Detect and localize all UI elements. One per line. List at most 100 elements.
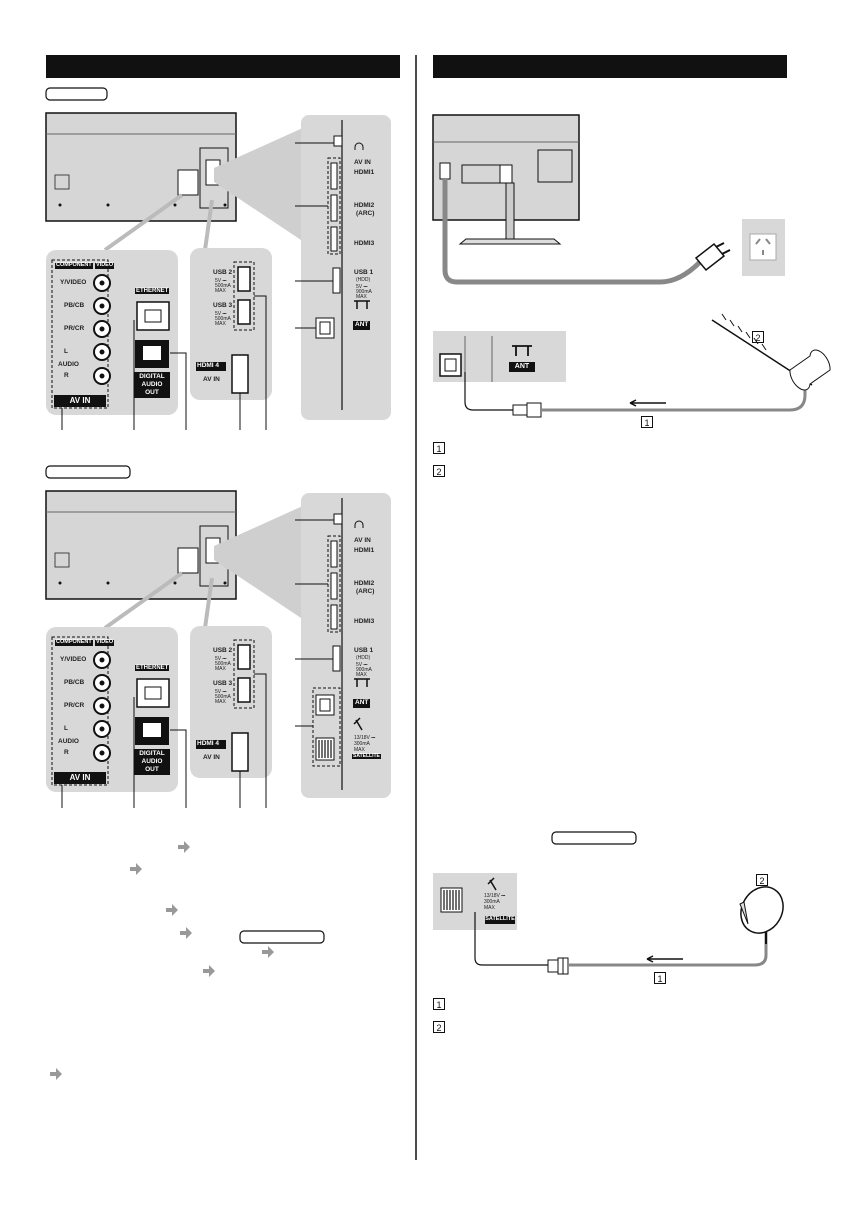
right-section-header-bar xyxy=(433,55,787,78)
antenna-icon xyxy=(354,300,370,309)
side-panel-top xyxy=(301,115,391,420)
hdmi3-label: HDMI3 xyxy=(354,618,375,625)
side-av-in-label: AV IN xyxy=(354,537,371,544)
y-video-label: Y/VIDEO xyxy=(60,656,87,663)
satellite-panel xyxy=(433,873,517,930)
tv-back-top xyxy=(45,112,237,222)
audio-label: AUDIO xyxy=(58,361,79,368)
arrow-right-icon xyxy=(50,841,274,1080)
r-label: R xyxy=(64,749,69,756)
pb-cb-label: PB/CB xyxy=(64,302,85,309)
satellite-cable-callout-1: 1 xyxy=(654,972,666,984)
usb1-label: USB 1 xyxy=(354,647,374,654)
hdmi4-av-in-label: AV IN xyxy=(203,376,220,383)
component-label: COMPONENT xyxy=(55,639,93,646)
antenna-cable-callout-1: 1 xyxy=(641,416,653,428)
ant-label: ANT xyxy=(353,321,371,330)
l-label: L xyxy=(64,725,68,732)
model-badge-ref xyxy=(239,930,325,944)
pr-cr-label: PR/CR xyxy=(64,702,85,709)
antenna-cable xyxy=(464,372,513,411)
pr-cr-label: PR/CR xyxy=(64,325,85,332)
antenna-ant-label: ANT xyxy=(514,363,530,370)
usb-hdmi-panel-bottom xyxy=(190,626,272,778)
video-label: VIDEO xyxy=(95,262,115,269)
power-plug-icon xyxy=(694,242,731,272)
antenna-callout-2: 2 xyxy=(752,331,764,343)
side-panel-bottom xyxy=(301,493,391,798)
zoom-line-top-mid xyxy=(203,199,214,251)
usb2-rating: 5V ⎓ 500mA MAX xyxy=(215,656,231,672)
ethernet-label: ETHERNET xyxy=(135,288,170,294)
ethernet-label: ETHERNET xyxy=(135,665,170,671)
hdmi3-label: HDMI3 xyxy=(354,240,375,247)
usb-hdmi-panel-top xyxy=(190,248,272,400)
hdmi4-label: HDMI 4 xyxy=(197,740,220,747)
headphone-icon xyxy=(354,520,364,528)
model-badge-satellite xyxy=(551,831,637,845)
hdmi4-label: HDMI 4 xyxy=(197,362,220,369)
satellite-dish-icon xyxy=(739,886,784,944)
satellite-dish-icon xyxy=(353,717,363,731)
av-in-label: AV IN xyxy=(69,396,91,405)
left-section-header-bar xyxy=(46,55,400,78)
sat-panel-satellite-label: SATELLITE xyxy=(485,916,515,922)
hdmi2-arc-label: (ARC) xyxy=(356,210,375,217)
zoom-line-top-left xyxy=(103,193,184,252)
usb3-rating: 5V ⎓ 500mA MAX xyxy=(215,689,231,705)
antenna-direction-arrow xyxy=(629,399,666,407)
usb1-label: USB 1 xyxy=(354,269,374,276)
ant-label: ANT xyxy=(353,699,371,708)
satellite-plug xyxy=(547,957,569,975)
hdmi1-label: HDMI1 xyxy=(354,547,375,554)
antenna-icon xyxy=(354,678,370,687)
hdmi2-label: HDMI2 xyxy=(354,202,375,209)
wall-socket-icon xyxy=(742,219,785,276)
legend-num-2: 2 xyxy=(433,465,445,477)
satellite-direction-arrow xyxy=(646,955,683,963)
side-av-in-label: AV IN xyxy=(354,159,371,166)
satellite-callout-2: 2 xyxy=(756,874,768,886)
legend-sat-num-2: 2 xyxy=(433,1021,445,1033)
tv-back-bottom xyxy=(45,490,237,600)
tv-back-power xyxy=(432,114,580,245)
av-in-label: AV IN xyxy=(69,773,91,782)
usb1-hdd-label: (HDD) xyxy=(356,655,371,661)
component-label: COMPONENT xyxy=(55,262,93,269)
legend-sat-num-1: 1 xyxy=(433,998,445,1010)
video-label: VIDEO xyxy=(95,639,115,646)
hdmi4-av-in-label: AV IN xyxy=(203,754,220,761)
r-label: R xyxy=(64,372,69,379)
usb2-label: USB 2 xyxy=(213,269,233,276)
usb1-hdd-label: (HDD) xyxy=(356,277,371,283)
antenna-coax xyxy=(541,380,807,412)
audio-label: AUDIO xyxy=(58,738,79,745)
usb3-label: USB 3 xyxy=(213,680,233,687)
usb3-rating: 5V ⎓ 500mA MAX xyxy=(215,311,231,327)
y-video-label: Y/VIDEO xyxy=(60,279,87,286)
antenna-panel xyxy=(433,331,566,382)
hdmi2-arc-label: (ARC) xyxy=(356,588,375,595)
headphone-icon xyxy=(354,142,364,150)
legend-num-1: 1 xyxy=(433,442,445,454)
l-label: L xyxy=(64,348,68,355)
usb2-label: USB 2 xyxy=(213,647,233,654)
antenna-plug xyxy=(512,402,542,418)
usb1-rating: 5V ⎓ 900mA MAX xyxy=(356,662,372,678)
usb1-rating: 5V ⎓ 900mA MAX xyxy=(356,284,372,300)
zoom-beam-bottom-side xyxy=(214,500,316,628)
zoom-beam-top-side xyxy=(214,122,316,250)
hdmi1-label: HDMI1 xyxy=(354,169,375,176)
antenna-icon xyxy=(711,313,831,391)
hdmi2-label: HDMI2 xyxy=(354,580,375,587)
satellite-label: SATELLITE xyxy=(352,753,381,759)
satellite-coax xyxy=(568,932,768,967)
pb-cb-label: PB/CB xyxy=(64,679,85,686)
satellite-cable xyxy=(474,912,548,966)
power-cable xyxy=(442,178,702,285)
